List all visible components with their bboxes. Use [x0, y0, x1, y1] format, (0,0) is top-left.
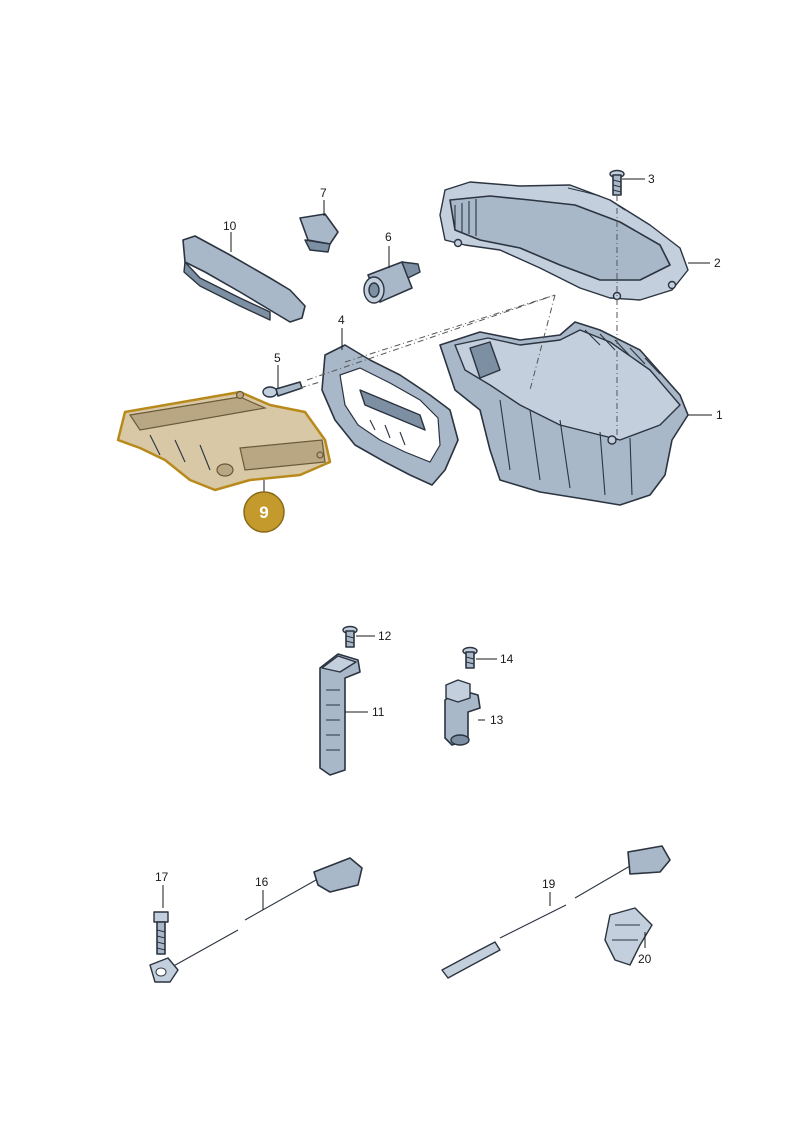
callout-6[interactable]: 6	[385, 230, 392, 244]
callout-1[interactable]: 1	[716, 408, 723, 422]
part-16-sensor-cable[interactable]	[149, 857, 363, 983]
part-2-lid[interactable]	[439, 181, 689, 301]
callout-11[interactable]: 11	[372, 705, 385, 719]
callout-4[interactable]: 4	[338, 313, 345, 327]
part-4-frame[interactable]	[321, 344, 459, 486]
callout-12[interactable]: 12	[378, 629, 392, 643]
part-17-bolt[interactable]	[153, 911, 169, 955]
part-20-holder[interactable]	[604, 907, 653, 966]
callout-13[interactable]: 13	[490, 713, 504, 727]
callout-16[interactable]: 16	[255, 875, 269, 889]
callout-20[interactable]: 20	[638, 952, 652, 966]
part-13-sensor[interactable]	[444, 679, 481, 746]
part-14-screw[interactable]	[462, 646, 478, 669]
part-1-housing[interactable]	[439, 321, 689, 506]
part-10-bracket[interactable]	[182, 235, 306, 323]
callout-labels: 1 2 3 4 5 6 7 10 11 12 13 14 16 17 19 20	[155, 172, 723, 966]
callout-3[interactable]: 3	[648, 172, 655, 186]
part-7-clip[interactable]	[299, 213, 339, 253]
callout-7[interactable]: 7	[320, 186, 327, 200]
part-19-probe-cable[interactable]	[441, 845, 671, 979]
callout-5[interactable]: 5	[274, 351, 281, 365]
callout-17[interactable]: 17	[155, 870, 169, 884]
highlight-badge-9[interactable]: 9	[243, 491, 285, 533]
reference-lines	[299, 195, 618, 440]
part-9-control-unit[interactable]	[116, 390, 332, 492]
callout-10[interactable]: 10	[223, 219, 237, 233]
callout-19[interactable]: 19	[542, 877, 556, 891]
badge-label: 9	[259, 503, 268, 522]
part-6-cylinder[interactable]	[363, 261, 421, 304]
part-12-screw[interactable]	[342, 625, 358, 648]
callout-14[interactable]: 14	[500, 652, 514, 666]
part-11-sensor[interactable]	[319, 653, 361, 776]
callout-2[interactable]: 2	[714, 256, 721, 270]
leader-lines	[162, 178, 712, 948]
part-5-screw[interactable]	[262, 381, 303, 398]
part-3-screw[interactable]	[609, 169, 625, 196]
